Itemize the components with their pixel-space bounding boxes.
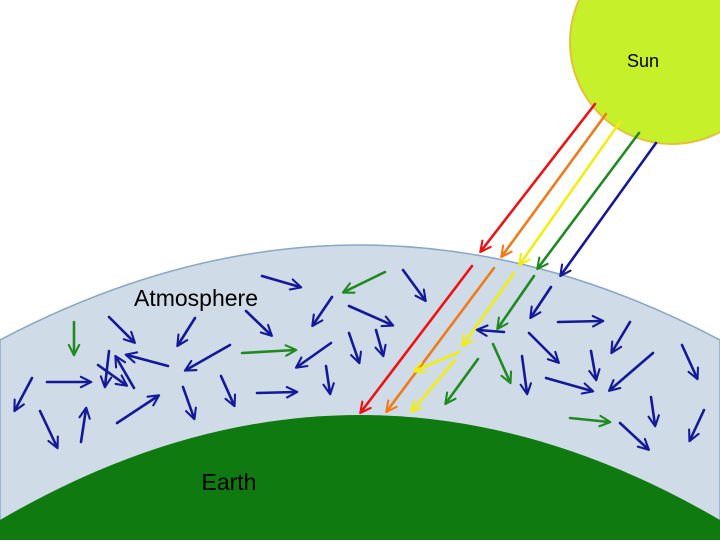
blue-scattered-arrow	[96, 363, 129, 387]
blue-scattered-arrow	[124, 351, 170, 368]
blue-scattered-arrow	[556, 314, 605, 328]
blue-scattered-arrow	[322, 364, 335, 396]
blue-scattered-arrow	[607, 351, 655, 392]
blue-scattered-arrow	[647, 395, 660, 428]
incoming-sunlight-rays	[479, 102, 658, 278]
blue-scattered-arrow	[255, 385, 299, 399]
red-transmitted-ray-arrow	[359, 264, 474, 415]
yellow-transmitted-ray-arrow	[410, 358, 457, 414]
earth-label: Earth	[202, 469, 257, 495]
blue-scattered-arrow	[107, 315, 136, 344]
blue-incoming-ray-arrow	[559, 141, 658, 278]
blue-scattered-arrow	[610, 320, 632, 355]
blue-scattered-arrow	[99, 349, 113, 389]
blue-scattered-arrow	[260, 274, 303, 291]
blue-scattered-arrow	[347, 304, 395, 328]
green-incoming-ray-arrow	[536, 131, 641, 271]
sun	[569, 0, 720, 145]
blue-scattered-arrow	[475, 324, 506, 337]
blue-scattered-arrow	[401, 268, 427, 303]
green-scattered-arrow	[240, 344, 298, 357]
blue-scattered-arrow	[294, 341, 333, 369]
blue-scattered-arrow	[115, 394, 161, 425]
blue-scattered-arrow	[219, 374, 237, 408]
blue-scattered-arrow	[519, 354, 532, 396]
blue-scattered-arrow	[588, 349, 601, 382]
blue-scattered-arrow	[527, 331, 560, 364]
blue-scattered-arrow	[38, 409, 59, 450]
blue-scattered-arrow	[529, 285, 553, 320]
blue-scattered-arrow	[114, 354, 136, 390]
blue-scattered-arrow	[13, 376, 34, 413]
blue-scattered-arrow	[244, 309, 273, 337]
yellow-transmitted-ray-arrow	[412, 350, 461, 374]
blue-scattered-arrow	[544, 376, 595, 395]
yellow-incoming-ray-arrow	[518, 120, 622, 267]
green-transmitted-ray-arrow	[496, 274, 536, 331]
blue-scattered-arrow	[618, 421, 650, 451]
sun-label: Sun	[627, 51, 659, 71]
scattered-light-arrows	[13, 268, 706, 451]
green-scattered-arrow	[491, 342, 513, 385]
blue-scattered-arrow	[181, 385, 197, 421]
blue-scattered-arrow	[374, 328, 387, 358]
yellow-transmitted-ray-arrow	[461, 271, 516, 348]
green-transmitted-ray-arrow	[444, 357, 480, 406]
blue-scattered-arrow	[311, 295, 334, 328]
blue-scattered-arrow	[347, 331, 362, 365]
transmitted-light-rays	[359, 264, 536, 415]
blue-scattered-arrow	[78, 406, 91, 444]
atmosphere-label: Atmosphere	[134, 285, 258, 311]
green-scattered-arrow	[568, 414, 612, 428]
green-scattered-arrow	[341, 270, 387, 294]
orange-incoming-ray-arrow	[500, 112, 608, 259]
red-incoming-ray-arrow	[479, 102, 597, 254]
blue-scattered-arrow	[680, 343, 700, 381]
blue-scattered-arrow	[183, 343, 232, 372]
blue-scattered-arrow	[688, 408, 706, 443]
earth-surface	[0, 415, 720, 540]
blue-scattered-arrow	[176, 316, 197, 348]
orange-transmitted-ray-arrow	[385, 266, 496, 414]
